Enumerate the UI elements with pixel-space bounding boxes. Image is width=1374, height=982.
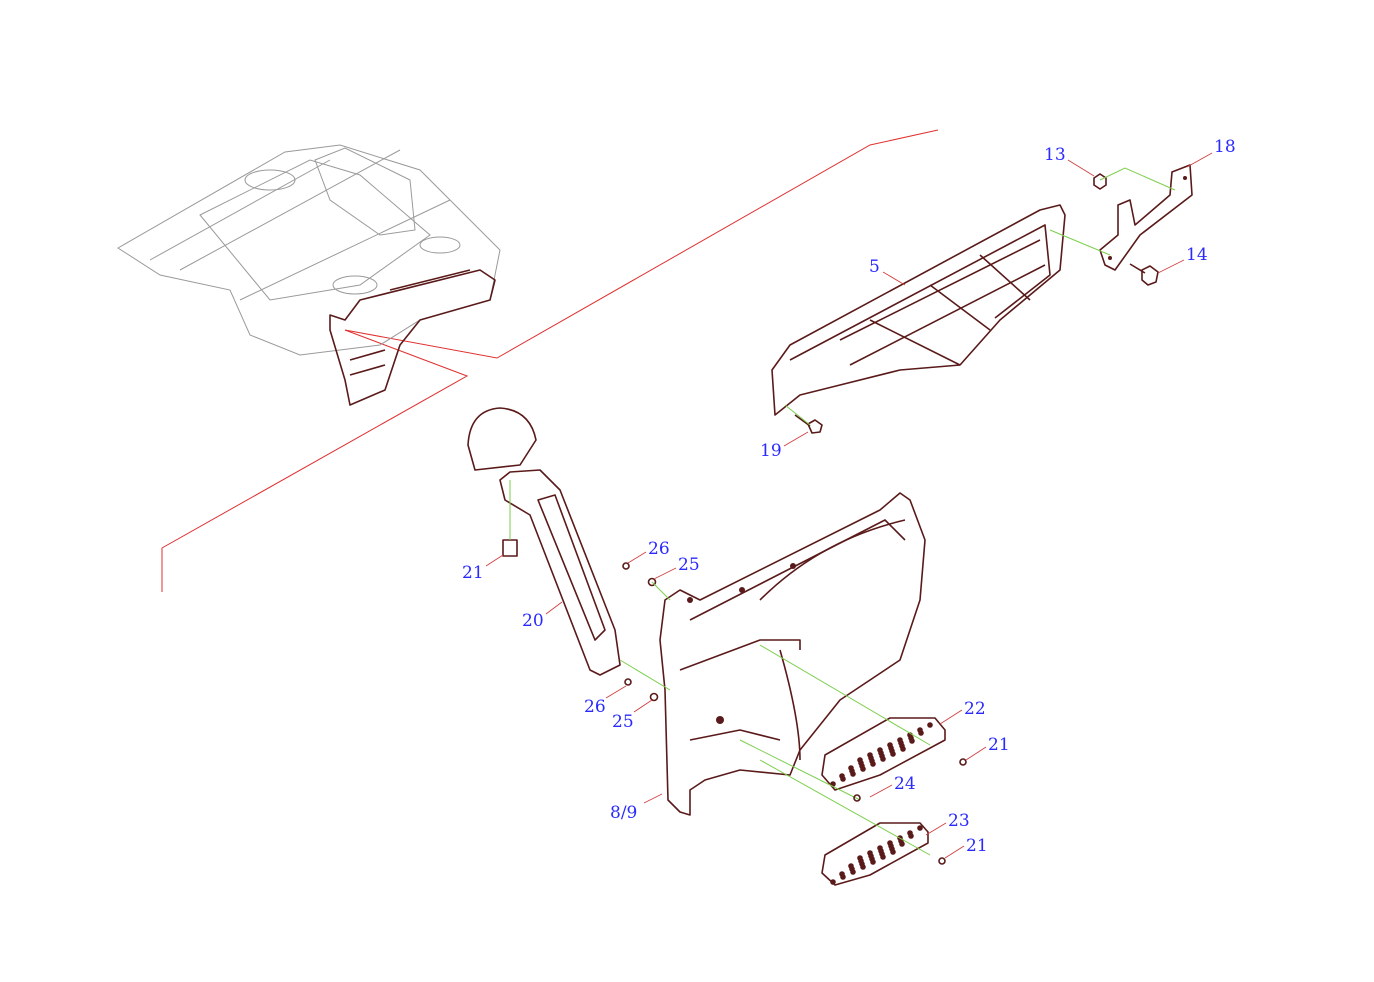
- perforation-hole: [890, 751, 896, 757]
- perforation-hole: [927, 722, 933, 728]
- part-22-step-plate: [821, 717, 946, 791]
- detail-outline: [161, 129, 939, 592]
- callout-26: 26: [648, 539, 670, 559]
- perforation-hole: [850, 771, 856, 777]
- step-plate-holes: [830, 722, 933, 885]
- perforation-hole: [870, 859, 876, 865]
- perforation-hole: [850, 869, 856, 875]
- part-14-bolt: [1129, 263, 1159, 286]
- perforation-hole: [870, 761, 876, 767]
- perforation-hole: [917, 825, 923, 831]
- callout-5: 5: [869, 257, 880, 277]
- callout-26: 26: [584, 697, 606, 717]
- callout-23: 23: [948, 811, 970, 831]
- perforation-hole: [860, 864, 866, 870]
- floor-assembly: [117, 144, 501, 356]
- part-8-9-step-panel: [659, 492, 926, 816]
- part-20-grab-handle: [467, 407, 621, 676]
- part-13-nut: [1093, 173, 1107, 190]
- part-5-inner-panel: [771, 204, 1066, 416]
- perforation-hole: [880, 854, 886, 860]
- perforation-hole: [909, 738, 915, 744]
- callout-13: 13: [1044, 145, 1066, 165]
- callout-24: 24: [894, 774, 916, 794]
- part-18-bracket: [1099, 164, 1193, 271]
- perforation-hole: [840, 776, 846, 782]
- perforation-hole: [860, 766, 866, 772]
- perforation-hole: [900, 746, 906, 752]
- callout-20: 20: [522, 611, 544, 631]
- perforation-hole: [899, 841, 905, 847]
- leader-lines: [485, 152, 1213, 859]
- callout-25: 25: [612, 712, 634, 732]
- small-bolts: [853, 758, 967, 865]
- callout-labels: 13 18 14 5 19 21 20 26 25 26 25 8/9 22 2…: [462, 137, 1236, 856]
- part-21-bolt-upper: [502, 480, 518, 557]
- perforation-hole: [918, 730, 924, 736]
- part-23-step-plate: [821, 822, 929, 886]
- callout-22: 22: [964, 699, 986, 719]
- callout-21: 21: [966, 836, 988, 856]
- part-19-bolt: [794, 414, 823, 434]
- perforation-hole: [908, 833, 914, 839]
- callout-8-9: 8/9: [610, 803, 637, 823]
- perforation-hole: [830, 879, 836, 885]
- callout-25: 25: [678, 555, 700, 575]
- callout-21: 21: [462, 563, 484, 583]
- step-assembly-small: [329, 269, 496, 406]
- washers: [619, 562, 671, 702]
- perforation-hole: [840, 874, 846, 880]
- callout-18: 18: [1214, 137, 1236, 157]
- perforation-hole: [880, 756, 886, 762]
- callout-14: 14: [1186, 245, 1208, 265]
- perforation-hole: [890, 849, 896, 855]
- callout-19: 19: [760, 441, 782, 461]
- callout-21: 21: [988, 735, 1010, 755]
